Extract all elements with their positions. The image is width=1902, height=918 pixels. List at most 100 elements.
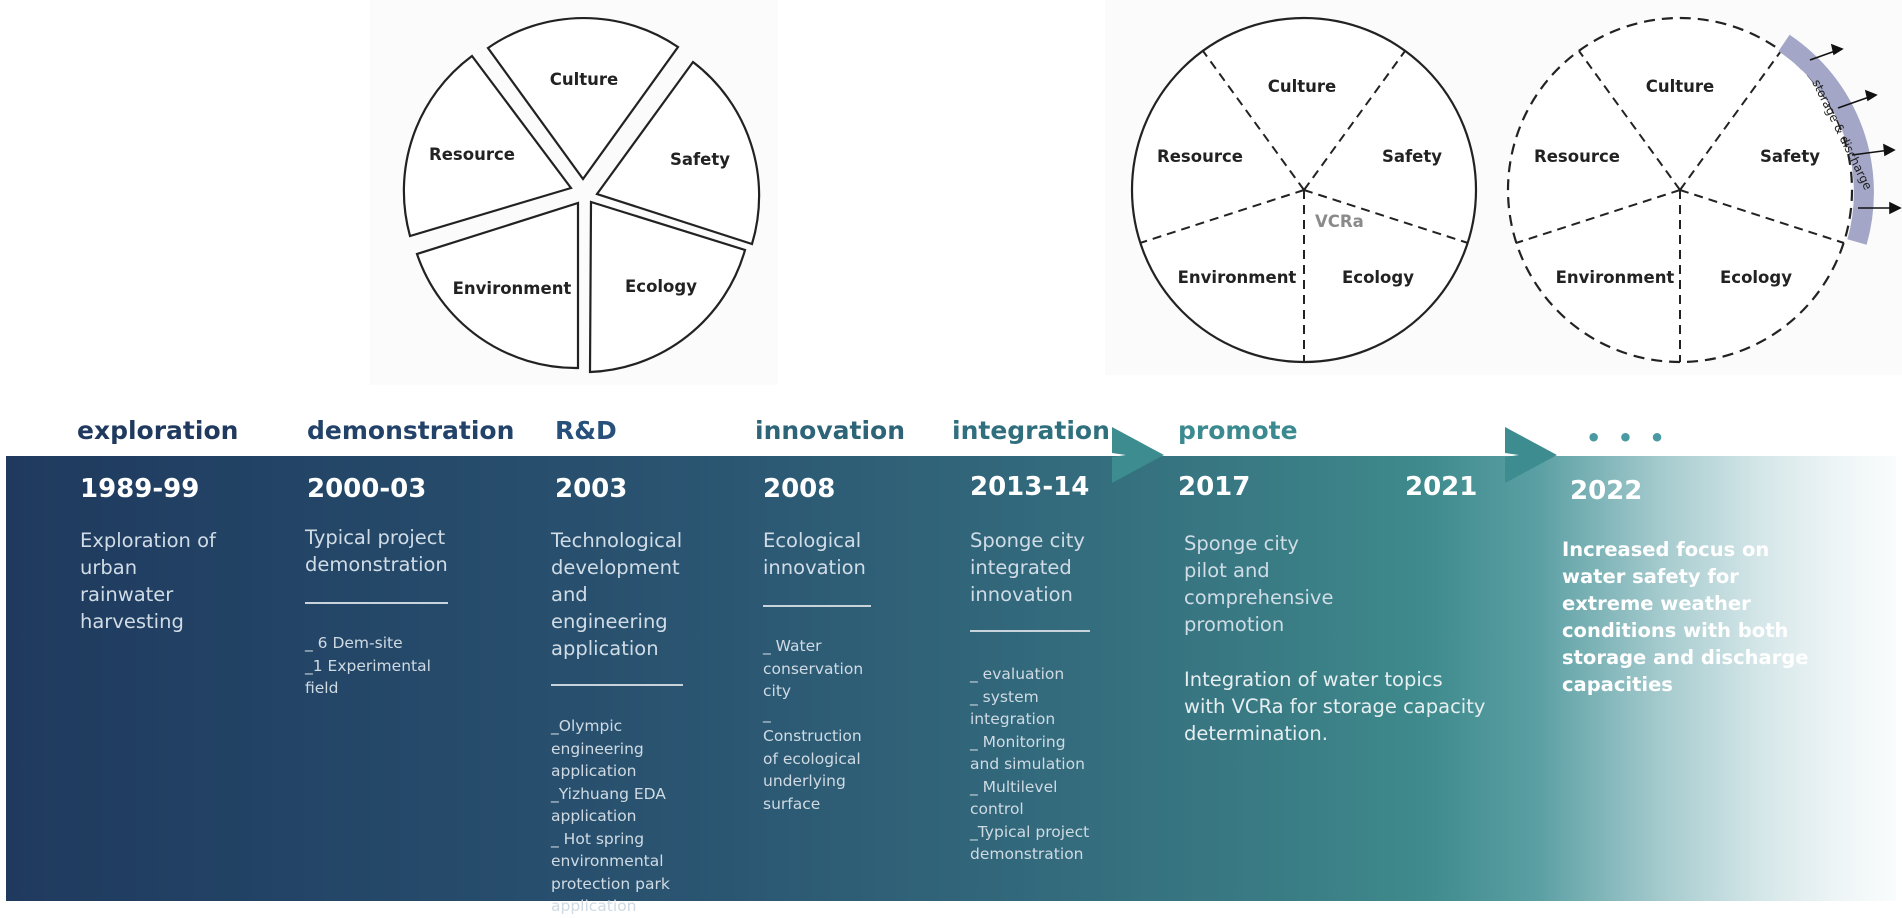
year-2022: 2022 <box>1570 476 1643 506</box>
pie-solid-label-resource: Resource <box>429 145 515 164</box>
desc-line: comprehensive <box>1184 586 1334 609</box>
details-2003: _Olympic engineering application _Yizhua… <box>551 715 670 918</box>
desc-line: innovation <box>970 583 1073 606</box>
year-2017: 2017 <box>1178 472 1251 502</box>
vcra-integration-note: Integration of water topics with VCRa fo… <box>1184 666 1485 747</box>
detail-line: _ 6 Dem-site <box>305 634 403 652</box>
detail-line: underlying <box>763 772 846 790</box>
discharge-arrow-3 <box>1851 149 1891 156</box>
detail-line: _Typical project <box>970 822 1090 841</box>
desc-line: engineering <box>551 610 668 633</box>
detail-line: _ Monitoring <box>970 732 1066 751</box>
pie-storage-label-environment: Environment <box>1556 268 1675 287</box>
year-1989-99: 1989-99 <box>80 474 200 504</box>
detail-line: application <box>551 897 637 915</box>
desc-line: capacities <box>1562 673 1673 696</box>
pie-solid-label-environment: Environment <box>453 279 572 298</box>
detail-line: _ Water <box>763 637 822 655</box>
pie-dashed-center-label: VCRa <box>1315 212 1364 231</box>
discharge-arrowhead-1 <box>1830 43 1844 56</box>
slice-safety <box>595 60 761 246</box>
detail-line: _Yizhuang EDA <box>551 784 666 803</box>
pie-storage-label-safety: Safety <box>1760 147 1820 166</box>
detail-line: city <box>763 682 792 700</box>
arrow-1-shape <box>1112 427 1164 483</box>
pie-solid-label-ecology: Ecology <box>625 277 697 296</box>
pie-storage: storage & discharge Culture Safety Ecolo… <box>1490 0 1902 375</box>
timeline-arrow-2 <box>1505 427 1557 483</box>
desc-1989-99: Exploration of urban rainwater harvestin… <box>80 527 216 635</box>
desc-line: application <box>551 637 659 660</box>
desc-2013-14: Sponge city integrated innovation <box>970 527 1085 608</box>
detail-line: conservation <box>763 659 864 678</box>
desc-line: pilot and <box>1184 559 1270 582</box>
pie-storage-label-ecology: Ecology <box>1720 268 1792 287</box>
desc-line: determination. <box>1184 722 1328 745</box>
year-2021: 2021 <box>1405 472 1478 502</box>
pie-dashed-label-ecology: Ecology <box>1342 268 1414 287</box>
desc-line: harvesting <box>80 610 184 633</box>
phase-demonstration: demonstration <box>307 416 515 445</box>
desc-line: Exploration of <box>80 529 216 552</box>
timeline-band <box>6 456 1896 901</box>
timeline-arrow-1 <box>1112 427 1164 483</box>
pie-solid-label-safety: Safety <box>670 150 730 169</box>
desc-line: Ecological <box>763 529 862 552</box>
pie-storage-label-culture: Culture <box>1646 77 1714 96</box>
divider-1 <box>1202 50 1305 191</box>
desc-line: conditions with both <box>1562 619 1789 642</box>
year-2003: 2003 <box>555 474 628 504</box>
detail-line: _Olympic <box>551 717 623 735</box>
year-2000-03: 2000-03 <box>307 474 427 504</box>
detail-line: protection park <box>551 874 670 893</box>
more-phases-ellipsis: • • • <box>1586 424 1669 452</box>
discharge-arrowhead-2 <box>1864 89 1878 102</box>
detail-line: _ system <box>970 687 1039 706</box>
pie-dashed: Culture Safety Ecology Environment Resou… <box>1105 0 1490 375</box>
detail-line: _1 Experimental <box>305 656 431 675</box>
phase-integration: integration <box>952 416 1110 445</box>
detail-line: _ Hot spring <box>551 829 645 848</box>
storage-divider-2 <box>1679 50 1782 191</box>
desc-line: integrated <box>970 556 1072 579</box>
desc-line: water safety for <box>1562 565 1739 588</box>
pie-dashed-label-resource: Resource <box>1157 147 1243 166</box>
detail-line: _ Multilevel <box>970 777 1058 796</box>
detail-line: engineering <box>551 739 644 758</box>
pie-dashed-label-safety: Safety <box>1382 147 1442 166</box>
pie-solid: Culture Safety Ecology Environment Resou… <box>370 0 778 385</box>
desc-line: development <box>551 556 680 579</box>
detail-line: environmental <box>551 852 664 870</box>
detail-line: application <box>551 762 637 780</box>
pie-dashed-label-culture: Culture <box>1268 77 1336 96</box>
year-2008: 2008 <box>763 474 836 504</box>
desc-line: Increased focus on <box>1562 538 1770 561</box>
detail-line: application <box>551 807 637 825</box>
storage-divider-1 <box>1578 50 1681 191</box>
phase-rd: R&D <box>555 416 617 445</box>
divider-2 <box>1303 50 1406 191</box>
phase-innovation: innovation <box>755 416 905 445</box>
desc-line: with VCRa for storage capacity <box>1184 695 1486 718</box>
detail-line: _ evaluation <box>970 665 1065 683</box>
arrow-2-shape <box>1505 427 1557 483</box>
details-2000-03: _ 6 Dem-site _1 Experimental field <box>305 632 431 700</box>
discharge-arrowhead-4 <box>1889 201 1902 215</box>
detail-line: of ecological <box>763 749 861 768</box>
slice-ecology <box>588 200 747 374</box>
desc-2000-03: Typical project demonstration <box>305 524 448 578</box>
separator-2003 <box>551 684 683 686</box>
slice-resource <box>402 54 573 238</box>
discharge-arrowhead-3 <box>1883 143 1896 157</box>
storage-divider-3 <box>1679 189 1845 244</box>
details-2008: _ Water conservation city _ Construction… <box>763 635 863 815</box>
desc-line: extreme weather <box>1562 592 1751 615</box>
phase-exploration: exploration <box>77 416 239 445</box>
desc-line: rainwater <box>80 583 174 606</box>
desc-line: Integration of water topics <box>1184 668 1443 691</box>
detail-line: field <box>305 679 339 697</box>
desc-line: Sponge city <box>970 529 1085 552</box>
separator-2008 <box>763 605 871 607</box>
storage-divider-5 <box>1515 189 1681 244</box>
desc-2008: Ecological innovation <box>763 527 866 581</box>
